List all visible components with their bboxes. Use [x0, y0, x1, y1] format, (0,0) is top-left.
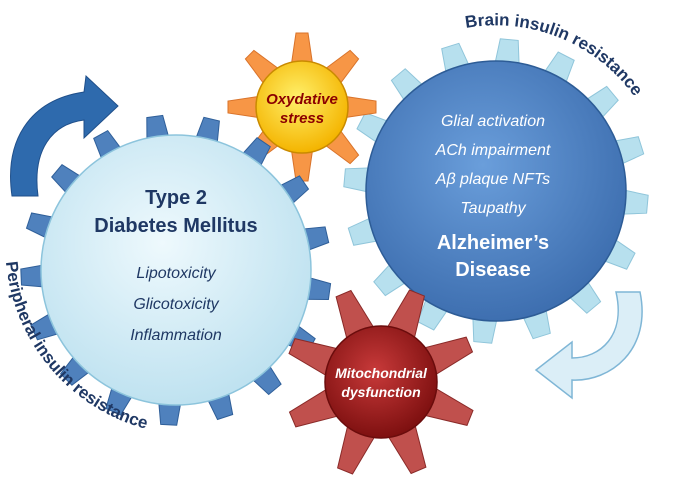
- alzheimers-item: Glial activation: [441, 113, 545, 130]
- oxidative-label-line1: Oxydative: [266, 91, 338, 108]
- alzheimers-item: Taupathy: [460, 200, 526, 217]
- cycle-arrow-top-icon: [10, 74, 119, 197]
- cycle-arrow-bottom-icon: [534, 291, 643, 400]
- alzheimers-item: Aβ plaque NFTs: [435, 171, 550, 188]
- diabetes-title-line1: Type 2: [145, 187, 207, 209]
- oxidative-stress-gear: [227, 32, 377, 182]
- alzheimers-gear: [343, 38, 649, 344]
- oxidative-label-line2: stress: [280, 110, 324, 127]
- diabetes-item: Inflammation: [130, 327, 222, 344]
- diabetes-item: Lipotoxicity: [136, 265, 216, 282]
- diabetes-title-line2: Diabetes Mellitus: [94, 215, 257, 237]
- alzheimers-title-line1: Alzheimer’s: [437, 232, 549, 254]
- mitochondrial-label-line1: Mitochondrial: [335, 365, 428, 381]
- alzheimers-title-line2: Disease: [455, 259, 531, 281]
- mitochondrial-gear: [288, 289, 474, 475]
- alzheimers-item: ACh impairment: [435, 142, 551, 159]
- diabetes-item: Glicotoxicity: [133, 296, 219, 313]
- diabetes-gear: [20, 114, 332, 426]
- mitochondrial-label-line2: dysfunction: [341, 384, 420, 400]
